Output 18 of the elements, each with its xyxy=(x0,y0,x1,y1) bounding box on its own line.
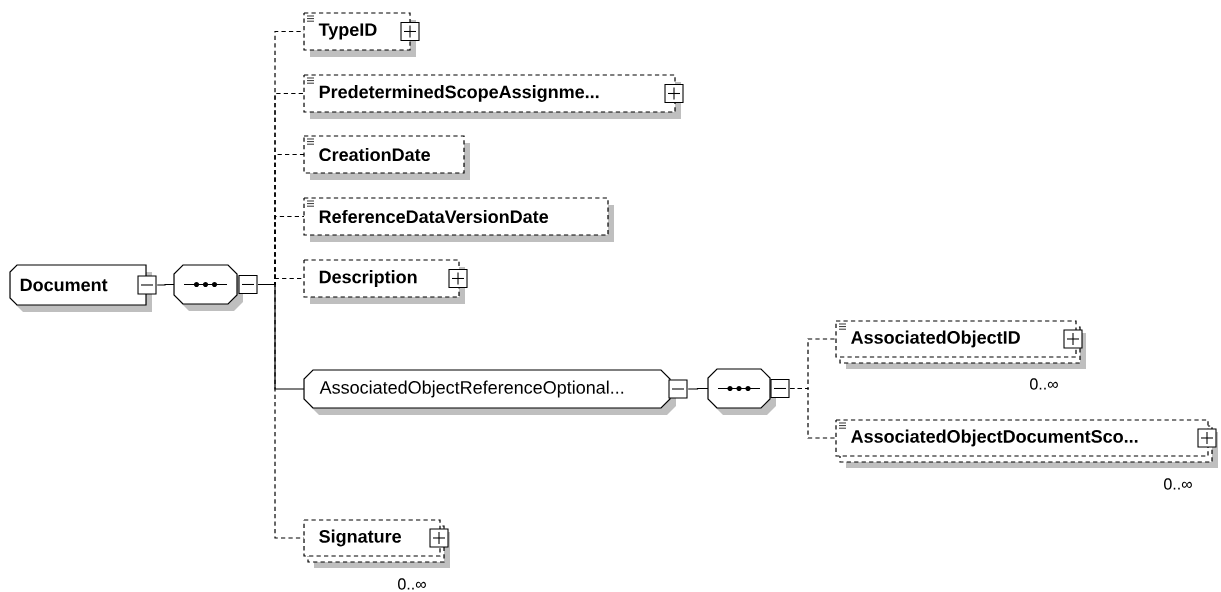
connector-line xyxy=(156,283,175,286)
group-box: AssociatedObjectReferenceOptional... xyxy=(303,369,688,415)
element-box: CreationDate xyxy=(303,135,470,180)
connector-line xyxy=(257,283,305,390)
multiplicity-label: 0..∞ xyxy=(1030,378,1058,390)
element-box: TypeID xyxy=(303,12,420,57)
element-box: AssociatedObjectDocumentSco... xyxy=(835,419,1218,468)
multiplicity-label: 0..∞ xyxy=(398,578,426,590)
element-box: Description xyxy=(303,259,468,304)
multiplicity-label: 0..∞ xyxy=(1164,478,1192,490)
element-box: PredeterminedScopeAssignme... xyxy=(303,74,684,119)
sequence-symbol xyxy=(707,368,790,415)
element-box: ReferenceDataVersionDate xyxy=(303,197,614,242)
element-box: Document xyxy=(9,264,157,312)
element-box: Signature xyxy=(303,519,450,568)
sequence-symbol xyxy=(173,264,258,311)
element-box: AssociatedObjectID xyxy=(835,320,1086,369)
connector-line xyxy=(687,387,709,390)
